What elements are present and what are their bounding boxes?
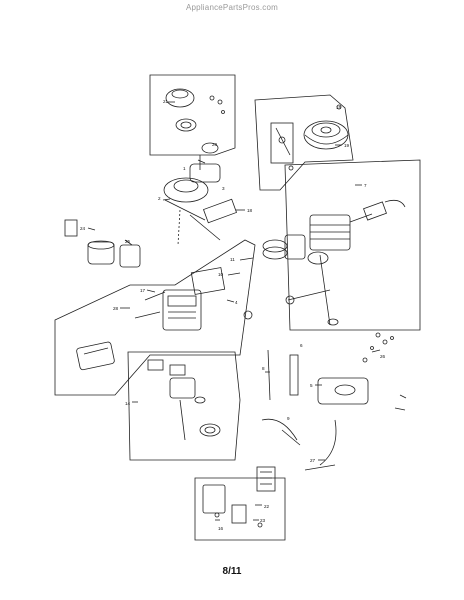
- callout-8: 8: [262, 366, 265, 371]
- dipstick-tube: [289, 354, 299, 396]
- callout-21: 21: [163, 99, 169, 104]
- callout-24: 24: [80, 226, 86, 231]
- fuel-tank: [189, 163, 221, 183]
- air-filter-group-box: [194, 477, 286, 541]
- callout-7: 7: [364, 183, 367, 188]
- muffler-guard: [119, 244, 141, 268]
- flywheel-group-box: [254, 94, 354, 191]
- callout-10: 10: [218, 272, 224, 277]
- carburetor-group-box: [127, 351, 241, 461]
- callout-3: 3: [222, 186, 225, 191]
- callout-27: 27: [310, 458, 316, 463]
- cylinder-head: [162, 289, 202, 331]
- callout-19: 19: [344, 143, 350, 148]
- callout-9: 9: [287, 416, 290, 421]
- callout-28: 28: [113, 306, 119, 311]
- valve-cover: [76, 341, 115, 371]
- piston: [284, 234, 306, 260]
- callout-26: 26: [380, 354, 386, 359]
- callout-17: 17: [140, 288, 146, 293]
- callout-14: 14: [125, 401, 131, 406]
- cylinder-head-group-box: [54, 239, 256, 396]
- float-bowl: [199, 423, 221, 437]
- cylinder-shroud: [163, 177, 209, 203]
- starter-pulley: [175, 118, 197, 132]
- air-filter-housing: [202, 484, 226, 514]
- watermark: AppliancePartsPros.com: [186, 3, 278, 12]
- callout-23: 23: [260, 518, 266, 523]
- fuel-cap: [201, 142, 219, 154]
- callout-20: 20: [212, 142, 218, 147]
- callout-5: 5: [310, 383, 313, 388]
- engine-block: [309, 214, 351, 251]
- callout-4: 4: [235, 300, 238, 305]
- crankcase-sump: [317, 377, 369, 405]
- crankshaft: [319, 254, 331, 326]
- engine-block-group-box: [284, 159, 421, 331]
- callout-11: 11: [230, 257, 235, 262]
- starter-housing: [165, 88, 195, 108]
- callout-1: 1: [183, 166, 186, 171]
- callout-6: 6: [300, 343, 303, 348]
- starter-group-box: [149, 74, 236, 156]
- air-filter-element: [256, 466, 276, 492]
- piston-ring: [262, 239, 288, 253]
- muffler: [87, 241, 115, 265]
- callout-16: 16: [218, 526, 224, 531]
- callout-18: 18: [247, 208, 253, 213]
- head-gasket: [190, 267, 226, 295]
- callout-22: 22: [264, 504, 270, 509]
- page-number: 8/11: [222, 566, 242, 577]
- guard-plate: [202, 198, 238, 224]
- callout-labels: 21 20 1 3 2 18 19 15 7 11 10 17 28 24 25…: [80, 99, 386, 531]
- callout-25: 25: [125, 239, 131, 244]
- carburetor: [169, 377, 196, 399]
- callout-15: 15: [336, 105, 342, 110]
- callout-2: 2: [158, 196, 161, 201]
